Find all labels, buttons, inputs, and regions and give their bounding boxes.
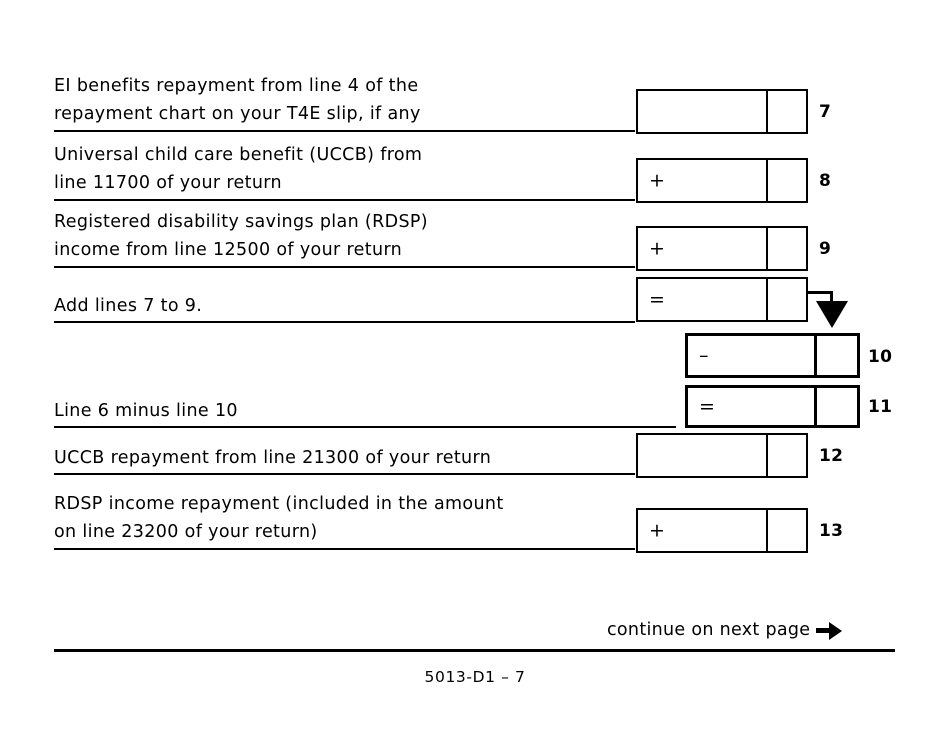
line-13-underline <box>54 548 635 550</box>
line-9-underline <box>54 266 635 268</box>
line-8-cents-field[interactable] <box>766 160 806 201</box>
add-lines-7-to-9-dollars-field[interactable]: = <box>638 279 766 320</box>
page-code: 5013-D1 – 7 <box>424 668 526 686</box>
line-10-operator: – <box>699 344 709 366</box>
line-9-number: 9 <box>819 239 832 259</box>
add-lines-7-to-9-operator: = <box>649 288 665 310</box>
line-9-label-part2: income from line 12500 of your return <box>54 240 403 260</box>
line-11-underline <box>54 426 676 428</box>
continue-label: continue on next page <box>607 620 811 641</box>
line-7-label-part1: EI benefits repayment from line 4 of the <box>54 76 419 96</box>
line-8-underline <box>54 199 635 201</box>
line-12-underline <box>54 473 635 475</box>
line-13-number: 13 <box>819 521 844 541</box>
line-7-number: 7 <box>819 102 832 122</box>
line-9-label-part1: Registered disability savings plan (RDSP… <box>54 212 428 232</box>
line-12-dollars-field[interactable] <box>638 435 766 476</box>
line-13-label-part1: RDSP income repayment (included in the a… <box>54 494 504 514</box>
add-lines-7-to-9-underline <box>54 321 635 323</box>
line-7-label-part2: repayment chart on your T4E slip, if any <box>54 104 421 124</box>
line-11-number: 11 <box>868 397 893 417</box>
line-13-label-part2: on line 23200 of your return) <box>54 522 318 542</box>
line-11-dollars-field[interactable]: = <box>688 388 814 425</box>
line-10-dollars-field[interactable]: – <box>688 336 814 375</box>
add-lines-7-to-9-cents-field[interactable] <box>766 279 806 320</box>
line-10-amount-box[interactable]: – <box>685 333 860 378</box>
line-8-operator: + <box>649 169 665 191</box>
subtotal-connector-horizontal <box>806 291 833 294</box>
line-12-cents-field[interactable] <box>766 435 806 476</box>
line-9-cents-field[interactable] <box>766 228 806 269</box>
subtotal-connector-vertical <box>830 291 833 304</box>
line-8-dollars-field[interactable]: + <box>638 160 766 201</box>
line-11-cents-field[interactable] <box>814 388 857 425</box>
line-12-number: 12 <box>819 446 844 466</box>
line-9-dollars-field[interactable]: + <box>638 228 766 269</box>
line-9-operator: + <box>649 237 665 259</box>
continue-on-next-page: continue on next page <box>607 620 843 641</box>
line-10-cents-field[interactable] <box>814 336 857 375</box>
footer-divider <box>54 649 895 652</box>
line-13-amount-box[interactable]: + <box>636 508 808 553</box>
line-8-label-part2: line 11700 of your return <box>54 173 282 193</box>
line-8-amount-box[interactable]: + <box>636 158 808 203</box>
line-7-dollars-field[interactable] <box>638 91 766 132</box>
line-8-number: 8 <box>819 171 832 191</box>
line-12-label: UCCB repayment from line 21300 of your r… <box>54 448 492 468</box>
line-7-amount-box[interactable] <box>636 89 808 134</box>
line-13-cents-field[interactable] <box>766 510 806 551</box>
line-8-label-part1: Universal child care benefit (UCCB) from <box>54 145 423 165</box>
arrow-down-icon <box>816 301 848 328</box>
line-7-underline <box>54 130 635 132</box>
line-7-cents-field[interactable] <box>766 91 806 132</box>
line-11-amount-box[interactable]: = <box>685 385 860 428</box>
line-13-operator: + <box>649 519 665 541</box>
line-11-operator: = <box>699 395 715 417</box>
line-13-dollars-field[interactable]: + <box>638 510 766 551</box>
arrow-right-icon <box>816 622 843 640</box>
line-12-amount-box[interactable] <box>636 433 808 478</box>
add-lines-7-to-9-label: Add lines 7 to 9. <box>54 296 203 316</box>
line-10-number: 10 <box>868 347 893 367</box>
add-lines-7-to-9-amount-box[interactable]: = <box>636 277 808 322</box>
line-9-amount-box[interactable]: + <box>636 226 808 271</box>
line-11-label: Line 6 minus line 10 <box>54 401 238 421</box>
